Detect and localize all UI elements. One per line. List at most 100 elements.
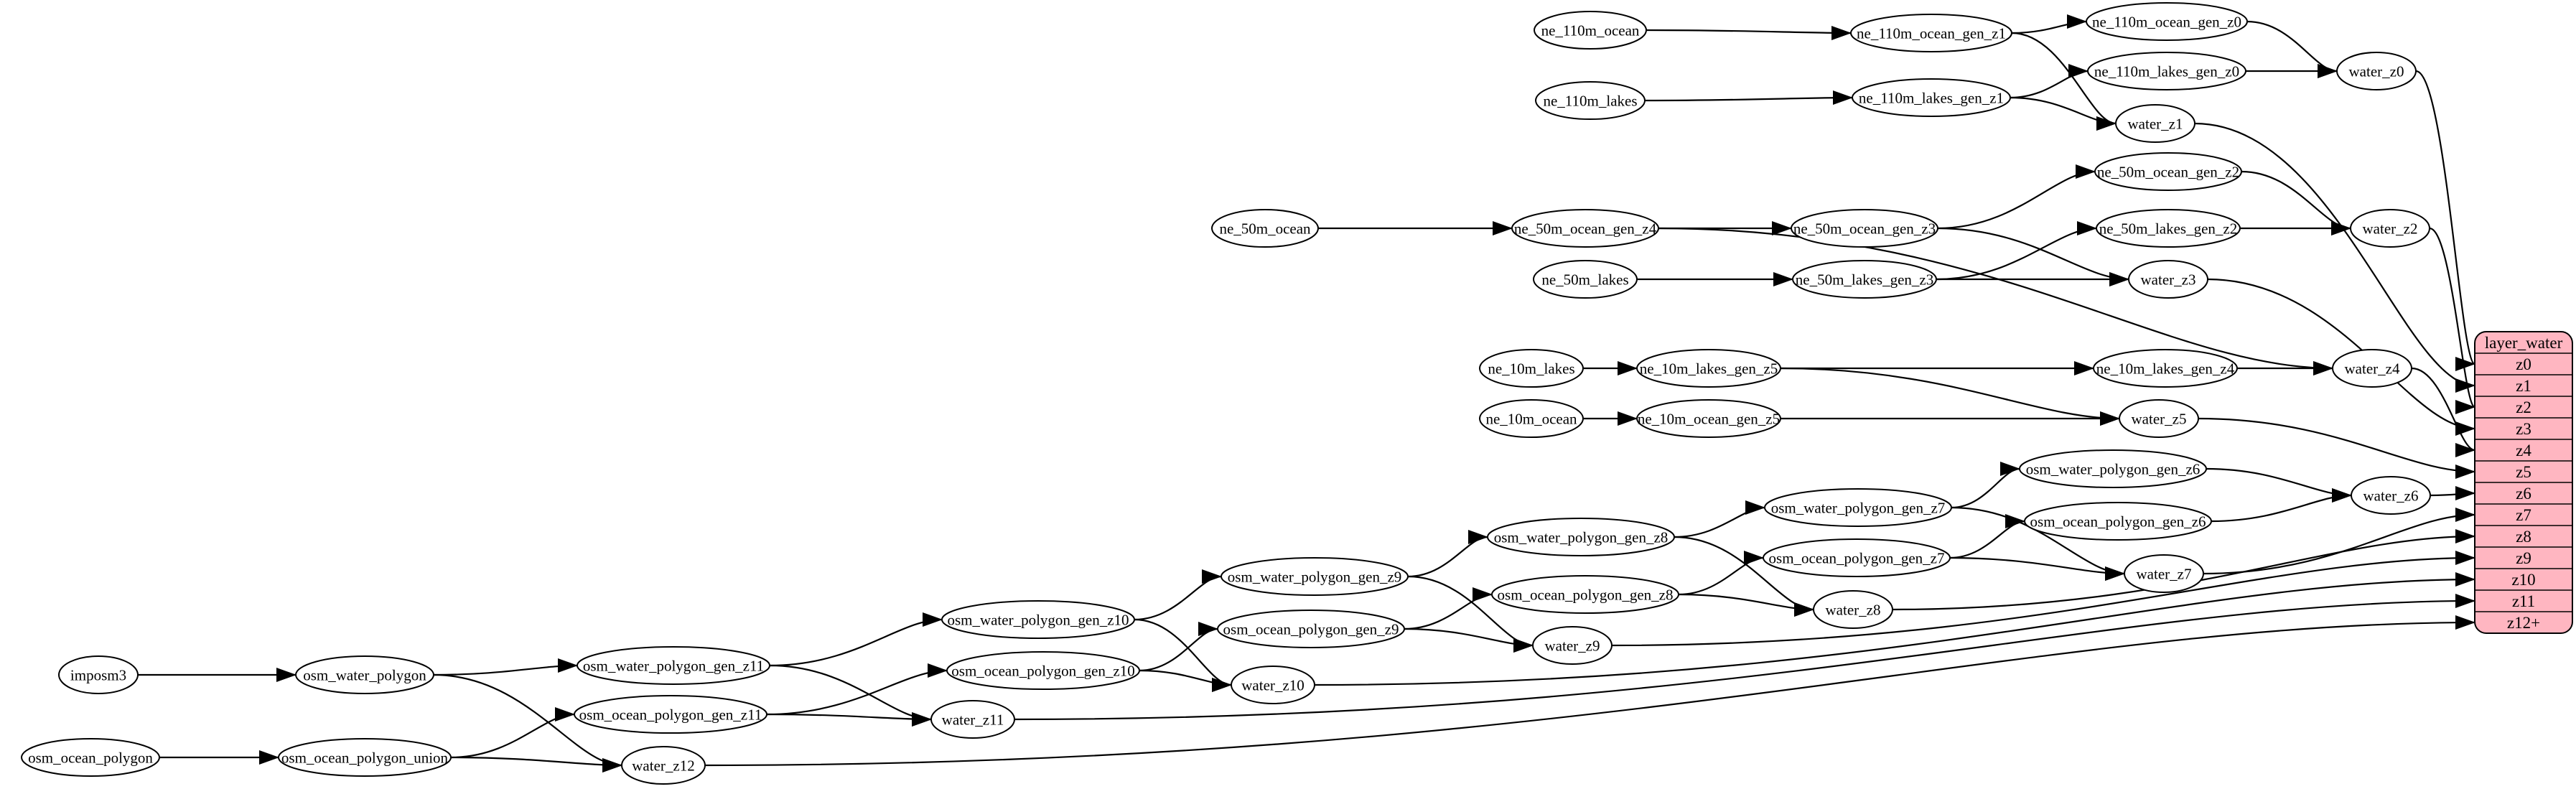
node-label-ne_10m_ocean_gen_z5: ne_10m_ocean_gen_z5 <box>1638 410 1780 427</box>
node-water_z10: water_z10 <box>1231 666 1315 704</box>
edge-water_z8-to-layer_water-z8 <box>1892 529 2475 611</box>
node-label-osm_water_polygon_gen_z11: osm_water_polygon_gen_z11 <box>583 657 764 674</box>
edge-ne_10m_lakes_gen_z5-to-water_z5 <box>1780 367 2120 426</box>
node-osm_ocean_polygon_gen_z10: osm_ocean_polygon_gen_z10 <box>946 651 1140 690</box>
node-shape-water_z6 <box>2351 476 2431 515</box>
node-water_z7: water_z7 <box>2124 554 2204 593</box>
node-label-ne_10m_ocean: ne_10m_ocean <box>1485 410 1577 427</box>
node-shape-ne_110m_ocean <box>1534 11 1647 50</box>
node-label-water_z4: water_z4 <box>2345 360 2400 377</box>
record-row-z0: z0 <box>2516 355 2531 373</box>
node-ne_10m_ocean: ne_10m_ocean <box>1479 399 1584 438</box>
node-shape-osm_ocean_polygon_gen_z10 <box>946 651 1140 690</box>
node-water_z2: water_z2 <box>2350 209 2430 248</box>
node-label-water_z5: water_z5 <box>2132 410 2187 427</box>
node-shape-ne_50m_lakes_gen_z2 <box>2096 209 2241 248</box>
edge-water_z1-to-layer_water-z1 <box>2194 122 2475 393</box>
record-row-z11: z11 <box>2512 592 2535 610</box>
node-label-water_z12: water_z12 <box>632 757 694 774</box>
node-label-osm_ocean_polygon_gen_z11: osm_ocean_polygon_gen_z11 <box>579 706 762 723</box>
record-layer_water: layer_waterz0z1z2z3z4z5z6z7z8z9z10z11z12… <box>2474 331 2573 634</box>
node-shape-water_z3 <box>2128 260 2208 299</box>
node-shape-ne_50m_ocean_gen_z4 <box>1511 209 1659 248</box>
node-label-ne_50m_ocean_gen_z2: ne_50m_ocean_gen_z2 <box>2097 163 2239 180</box>
node-shape-ne_10m_ocean <box>1479 399 1584 438</box>
node-ne_110m_ocean: ne_110m_ocean <box>1534 11 1647 50</box>
node-ne_110m_lakes: ne_110m_lakes <box>1535 81 1646 120</box>
node-label-osm_ocean_polygon: osm_ocean_polygon <box>28 749 153 766</box>
node-label-water_z8: water_z8 <box>1826 601 1881 618</box>
node-osm_ocean_polygon_gen_z11: osm_ocean_polygon_gen_z11 <box>574 695 767 734</box>
node-label-ne_50m_lakes_gen_z3: ne_50m_lakes_gen_z3 <box>1796 271 1933 288</box>
node-shape-ne_10m_lakes_gen_z4 <box>2093 349 2238 388</box>
node-shape-water_z4 <box>2332 349 2412 388</box>
node-ne_50m_ocean_gen_z4: ne_50m_ocean_gen_z4 <box>1511 209 1659 248</box>
node-shape-water_z10 <box>1231 666 1315 704</box>
edge-ne_110m_lakes-to-ne_110m_lakes_gen_z1 <box>1644 90 1853 106</box>
node-shape-ne_50m_lakes_gen_z3 <box>1792 260 1937 299</box>
node-ne_10m_lakes_gen_z5: ne_10m_lakes_gen_z5 <box>1636 349 1781 388</box>
node-shape-osm_water_polygon_gen_z8 <box>1487 518 1675 556</box>
node-label-water_z1: water_z1 <box>2128 115 2183 132</box>
node-shape-osm_ocean_polygon_gen_z9 <box>1217 610 1405 648</box>
node-label-ne_110m_ocean_gen_z1: ne_110m_ocean_gen_z1 <box>1857 24 2006 42</box>
edge-water_z10-to-layer_water-z10 <box>1314 572 2475 686</box>
node-label-osm_water_polygon_gen_z8: osm_water_polygon_gen_z8 <box>1494 528 1669 546</box>
record-row-z7: z7 <box>2516 506 2531 524</box>
node-label-ne_50m_ocean: ne_50m_ocean <box>1219 220 1311 237</box>
node-label-osm_ocean_polygon_gen_z9: osm_ocean_polygon_gen_z9 <box>1223 620 1399 638</box>
node-shape-ne_110m_lakes_gen_z0 <box>2087 52 2246 90</box>
nodes-layer: ne_110m_ocean ne_110m_ocean_gen_z1 ne_110m… <box>21 2 2431 785</box>
node-shape-water_z1 <box>2115 104 2195 143</box>
edge-ne_110m_lakes_gen_z1-to-water_z1 <box>2010 96 2117 131</box>
node-shape-osm_ocean_polygon_gen_z7 <box>1763 538 1951 577</box>
record-row-z10: z10 <box>2511 571 2535 589</box>
node-osm_water_polygon_gen_z9: osm_water_polygon_gen_z9 <box>1221 557 1409 596</box>
node-water_z5: water_z5 <box>2119 399 2199 438</box>
node-ne_50m_ocean: ne_50m_ocean <box>1211 209 1319 248</box>
node-shape-ne_10m_lakes <box>1479 349 1584 388</box>
node-shape-ne_10m_lakes_gen_z5 <box>1636 349 1781 388</box>
node-label-water_z7: water_z7 <box>2137 565 2192 582</box>
edge-water_z0-to-layer_water-z0 <box>2415 70 2476 371</box>
edge-water_z4-to-layer_water-z4 <box>2411 367 2475 457</box>
node-label-water_z11: water_z11 <box>942 711 1004 728</box>
edge-osm_water_polygon_gen_z10-to-osm_water_polygon_gen_z9 <box>1134 569 1222 621</box>
node-ne_110m_lakes_gen_z1: ne_110m_lakes_gen_z1 <box>1852 78 2011 117</box>
edge-osm_ocean_polygon_gen_z10-to-water_z10 <box>1139 669 1232 692</box>
node-label-imposm3: imposm3 <box>70 666 126 683</box>
node-osm_water_polygon_gen_z10: osm_water_polygon_gen_z10 <box>941 600 1135 639</box>
record-row-z6: z6 <box>2516 485 2531 503</box>
node-label-water_z3: water_z3 <box>2141 271 2196 288</box>
node-shape-water_z9 <box>1532 626 1613 665</box>
edge-water_z7-to-layer_water-z7 <box>2203 508 2475 575</box>
edge-ne_110m_lakes_gen_z1-to-ne_110m_lakes_gen_z0 <box>2010 64 2089 99</box>
edge-ne_110m_ocean-to-ne_110m_ocean_gen_z1 <box>1646 25 1852 40</box>
edge-osm_water_polygon_gen_z8-to-osm_water_polygon_gen_z7 <box>1674 500 1765 538</box>
node-shape-ne_110m_ocean_gen_z0 <box>2086 2 2248 41</box>
edge-osm_ocean_polygon_union-to-osm_ocean_polygon_gen_z11 <box>450 707 575 759</box>
node-shape-osm_ocean_polygon_gen_z8 <box>1491 575 1679 614</box>
node-osm_ocean_polygon: osm_ocean_polygon <box>21 738 160 777</box>
node-shape-osm_water_polygon_gen_z11 <box>577 646 770 685</box>
node-osm_water_polygon_gen_z8: osm_water_polygon_gen_z8 <box>1487 518 1675 556</box>
node-label-ne_110m_ocean: ne_110m_ocean <box>1541 22 1640 39</box>
node-shape-imposm3 <box>58 655 139 694</box>
node-label-osm_ocean_polygon_gen_z8: osm_ocean_polygon_gen_z8 <box>1498 586 1674 603</box>
node-ne_110m_ocean_gen_z0: ne_110m_ocean_gen_z0 <box>2086 2 2248 41</box>
node-ne_10m_lakes_gen_z4: ne_10m_lakes_gen_z4 <box>2093 349 2238 388</box>
node-label-osm_ocean_polygon_gen_z6: osm_ocean_polygon_gen_z6 <box>2030 513 2206 530</box>
node-shape-osm_water_polygon_gen_z6 <box>2019 449 2207 488</box>
node-label-osm_water_polygon_gen_z7: osm_water_polygon_gen_z7 <box>1771 499 1946 516</box>
edge-osm_water_polygon-to-osm_water_polygon_gen_z11 <box>433 658 578 676</box>
node-osm_ocean_polygon_gen_z8: osm_ocean_polygon_gen_z8 <box>1491 575 1679 614</box>
node-label-ne_50m_lakes: ne_50m_lakes <box>1541 271 1628 288</box>
edge-osm_ocean_polygon_gen_z6-to-water_z6 <box>2211 488 2352 523</box>
node-label-osm_water_polygon: osm_water_polygon <box>303 666 426 683</box>
edge-water_z11-to-layer_water-z11 <box>1014 594 2475 721</box>
node-shape-ne_10m_ocean_gen_z5 <box>1636 399 1781 438</box>
edge-osm_ocean_polygon_gen_z10-to-osm_ocean_polygon_gen_z9 <box>1139 622 1218 672</box>
edge-osm_ocean_polygon_gen_z8-to-water_z8 <box>1678 593 1814 617</box>
node-ne_110m_lakes_gen_z0: ne_110m_lakes_gen_z0 <box>2087 52 2246 90</box>
